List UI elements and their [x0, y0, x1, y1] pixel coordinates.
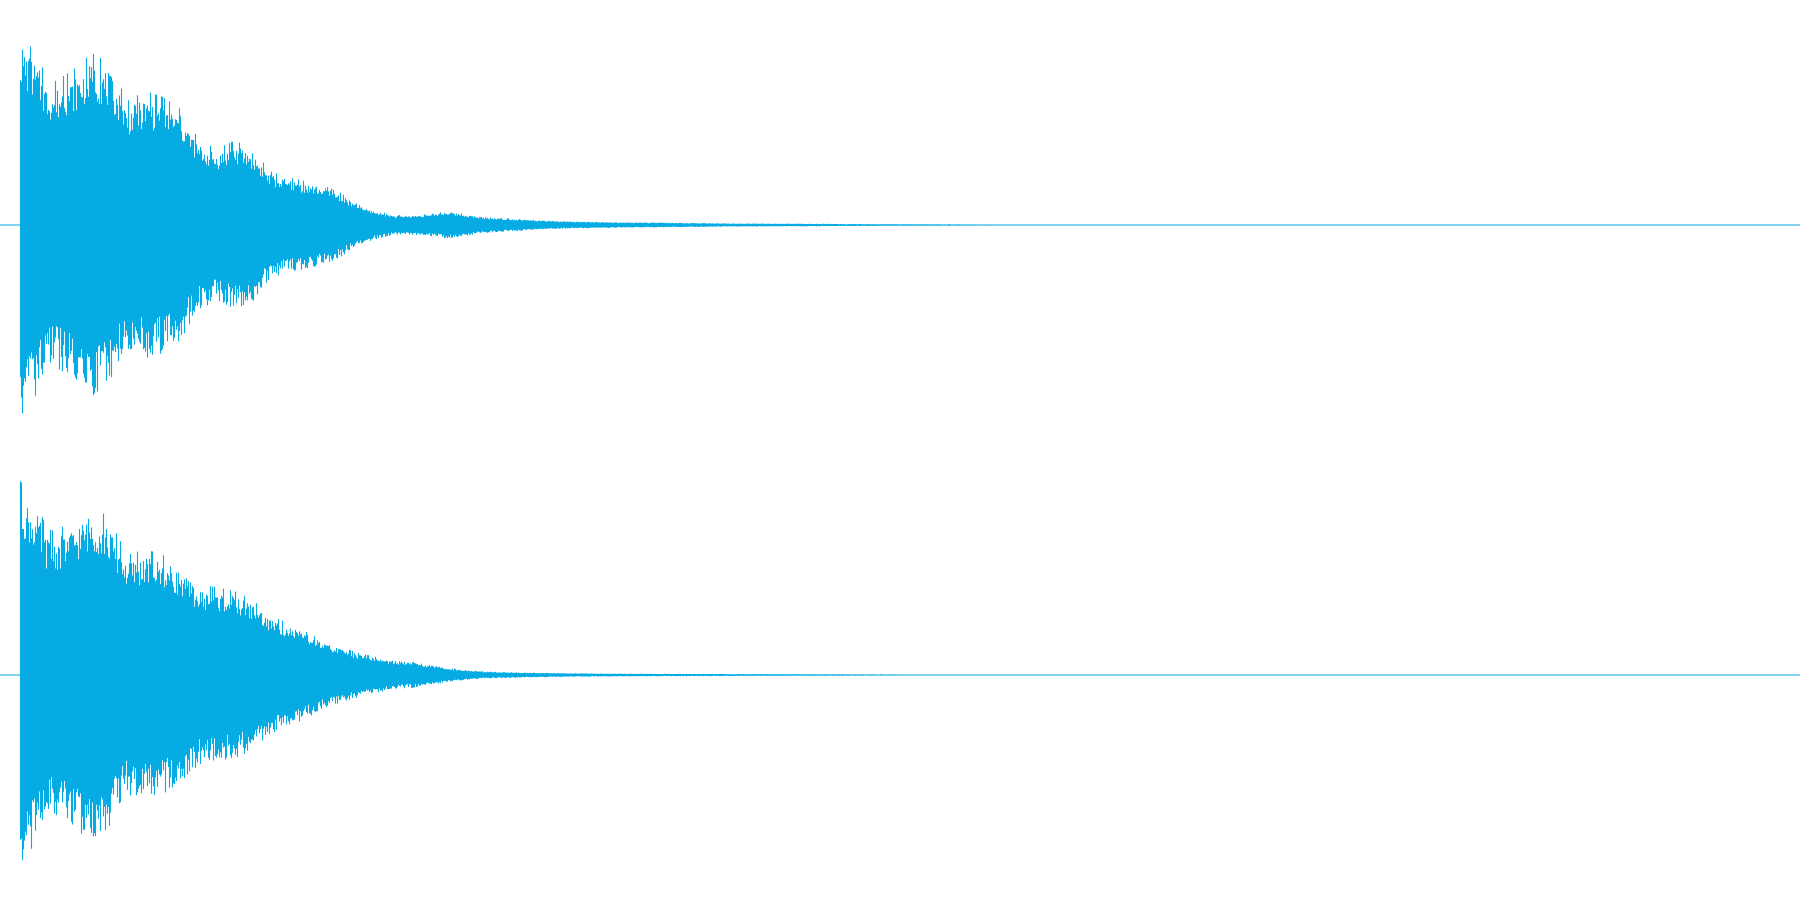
channel-2-signal [19, 481, 978, 860]
channel-1-waveform [0, 46, 1800, 414]
channel-2-waveform [0, 481, 1800, 860]
channel-1-signal [19, 46, 1015, 414]
channels [0, 46, 1800, 860]
